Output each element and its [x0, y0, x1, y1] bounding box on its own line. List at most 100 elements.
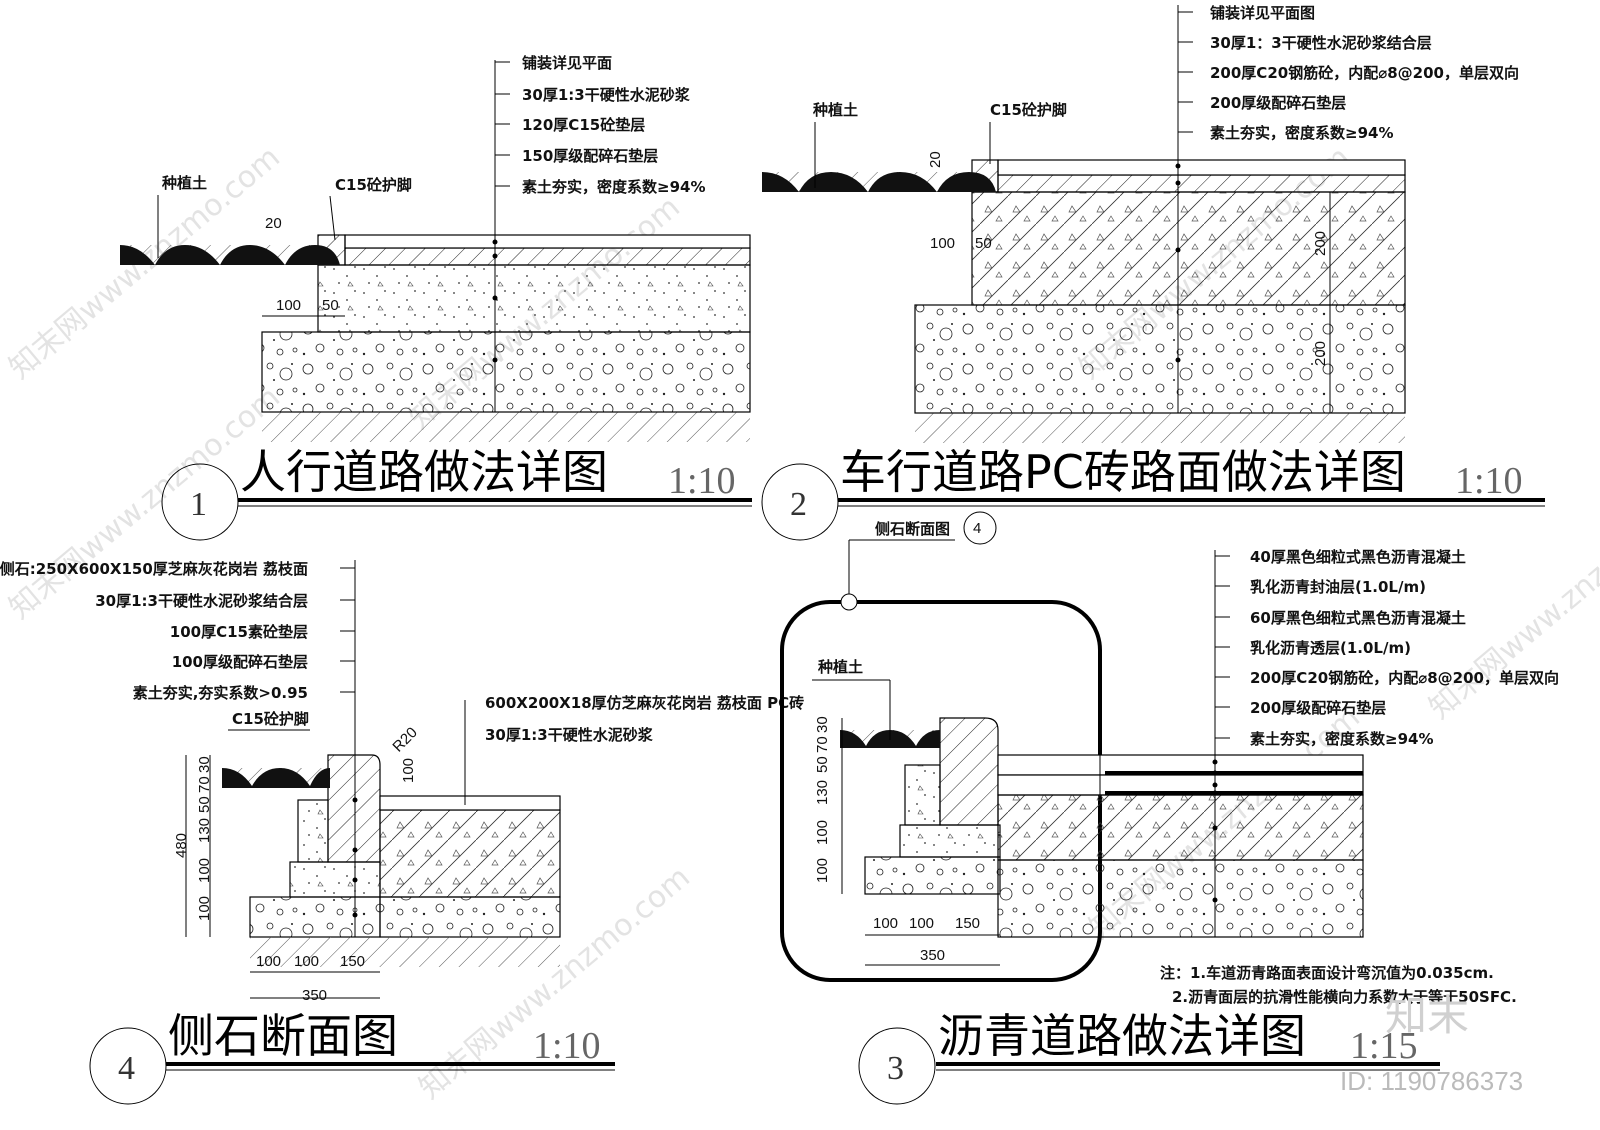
dim-text: 200 [1312, 341, 1329, 366]
detail-4-curb-section: 侧石:250X600X150厚芝麻灰花岗岩 荔枝面 30厚1:3干硬性水泥砂浆结… [0, 560, 804, 1105]
curb-foot-label: C15砼护脚 [990, 101, 1067, 119]
concrete-layer [317, 264, 751, 333]
detail-title: 侧石断面图 [168, 1009, 398, 1063]
gravel-layer [249, 896, 381, 938]
planting-label: 种植土 [161, 174, 207, 192]
layer-label: 100厚级配碎石垫层 [172, 653, 308, 671]
layer-label: 100厚C15素砼垫层 [170, 623, 308, 641]
detail-title: 人行道路做法详图 [240, 445, 608, 499]
dim-text: 100 [814, 858, 831, 883]
dim-text: 200 [1312, 231, 1329, 256]
gravel-layer [261, 331, 751, 413]
note-line: 2.沥青面层的抗滑性能横向力系数大于等于50SFC. [1172, 988, 1517, 1006]
planting-label: 种植土 [812, 101, 858, 119]
curb-foot [297, 799, 329, 863]
layer-label: 30厚1：3干硬性水泥砂浆结合层 [1210, 34, 1432, 52]
dim-text: 20 [927, 151, 944, 168]
layer-label: 素土夯实，密度系数≥94% [1250, 730, 1433, 748]
dim-text: 100 [294, 953, 319, 970]
detail-title: 车行道路PC砖路面做法详图 [840, 445, 1406, 499]
rc-concrete-layer [971, 191, 1406, 306]
mortar-layer [344, 247, 751, 266]
dim-text: 30 [196, 756, 213, 773]
layer-label: 120厚C15砼垫层 [522, 116, 645, 134]
gravel-layer [914, 304, 1406, 414]
layer-label: 素土夯实，密度系数≥94% [1210, 124, 1393, 142]
layer-label: 乳化沥青封油层(1.0L/m) [1250, 578, 1426, 596]
layer-label: 铺装详见平面图 [1210, 4, 1315, 22]
brand-logo-text: 知末 [1385, 991, 1469, 1040]
detail-title: 沥青道路做法详图 [938, 1009, 1306, 1063]
note-line: 注：1.车道沥青路面表面设计弯沉值为0.035cm. [1160, 964, 1494, 982]
paving-label: 30厚1:3干硬性水泥砂浆 [485, 726, 654, 744]
planting-soil [120, 245, 340, 265]
detail-number: 4 [118, 1050, 135, 1087]
paving-label: 600X200X18厚仿芝麻灰花岗岩 荔枝面 PC砖 [485, 694, 804, 712]
layer-label: 素土夯实，密度系数≥94% [522, 178, 705, 196]
dim-text: 350 [920, 947, 945, 964]
layer-label: 40厚黑色细粒式黑色沥青混凝土 [1250, 548, 1466, 566]
layer-label: 200厚级配碎石垫层 [1210, 94, 1346, 112]
dim-text: 130 [814, 780, 831, 805]
dim-text: 150 [955, 915, 980, 932]
dim-text: 130 [196, 818, 213, 843]
detail-number: 3 [887, 1050, 904, 1087]
radius-label: R20 [389, 724, 420, 755]
dim-text: 480 [173, 833, 190, 858]
dim-text: 100 [276, 297, 301, 314]
layer-label: 200厚级配碎石垫层 [1250, 699, 1386, 717]
concrete-layer [289, 861, 381, 898]
detail-number-circle [858, 1027, 936, 1105]
dim-text: 100 [873, 915, 898, 932]
dim-text: 100 [196, 858, 213, 883]
asset-id: ID: 1190786373 [1340, 1066, 1523, 1096]
planting-soil [222, 768, 330, 788]
watermark-text: 知末网www.znzmo.com [1423, 480, 1600, 726]
dim-text: 100 [909, 915, 934, 932]
dim-text: 100 [196, 896, 213, 921]
curb-stone [327, 754, 381, 863]
detail-scale: 1:10 [1455, 460, 1523, 502]
curb-foot-label: C15砼护脚 [232, 710, 309, 728]
dim-text: 30 [814, 716, 831, 733]
layer-label: 铺装详见平面 [522, 54, 612, 72]
dim-text: 100 [400, 758, 417, 783]
paving-layer [344, 234, 751, 249]
dim-text: 50 [322, 297, 339, 314]
concrete-layer [899, 824, 1001, 858]
gravel-layer [864, 856, 1001, 895]
paving-layer [379, 795, 561, 811]
curb-stone [939, 717, 999, 826]
dim-text: 100 [256, 953, 281, 970]
dim-text: 20 [265, 215, 282, 232]
detail-number: 1 [190, 486, 207, 523]
detail-scale: 1:10 [533, 1025, 601, 1067]
layer-label: 60厚黑色细粒式黑色沥青混凝土 [1250, 609, 1466, 627]
dim-text: 50 [814, 756, 831, 773]
dim-text: 100 [930, 235, 955, 252]
detail-scale: 1:10 [668, 460, 736, 502]
compacted-soil [262, 412, 750, 442]
layer-label: 200厚C20钢筋砼，内配⌀8@200，单层双向 [1250, 669, 1559, 687]
dim-text: 50 [196, 796, 213, 813]
layer-label: 200厚C20钢筋砼，内配⌀8@200，单层双向 [1210, 64, 1519, 82]
paving-layer [997, 159, 1406, 176]
layer-label: 侧石:250X600X150厚芝麻灰花岗岩 荔枝面 [0, 560, 308, 578]
curb-foot-label: C15砼护脚 [335, 176, 412, 194]
callout-number: 4 [973, 520, 981, 537]
mortar-layer [997, 174, 1406, 193]
layer-label: 乳化沥青透层(1.0L/m) [1250, 639, 1411, 657]
rc-concrete-layer [997, 794, 1364, 861]
planting-soil [762, 172, 996, 192]
callout-marker [840, 593, 858, 611]
gravel-layer [997, 859, 1364, 938]
layer-label: 30厚1:3干硬性水泥砂浆 [522, 86, 691, 104]
dim-text: 100 [814, 820, 831, 845]
watermark-text: 知末网www.znzmo.com [3, 380, 287, 626]
layer-label: 30厚1:3干硬性水泥砂浆结合层 [95, 592, 308, 610]
detail-scale: 1:15 [1350, 1025, 1418, 1067]
dim-text: 70 [814, 736, 831, 753]
rc-concrete-layer [379, 809, 561, 898]
curb-foot [904, 764, 941, 826]
